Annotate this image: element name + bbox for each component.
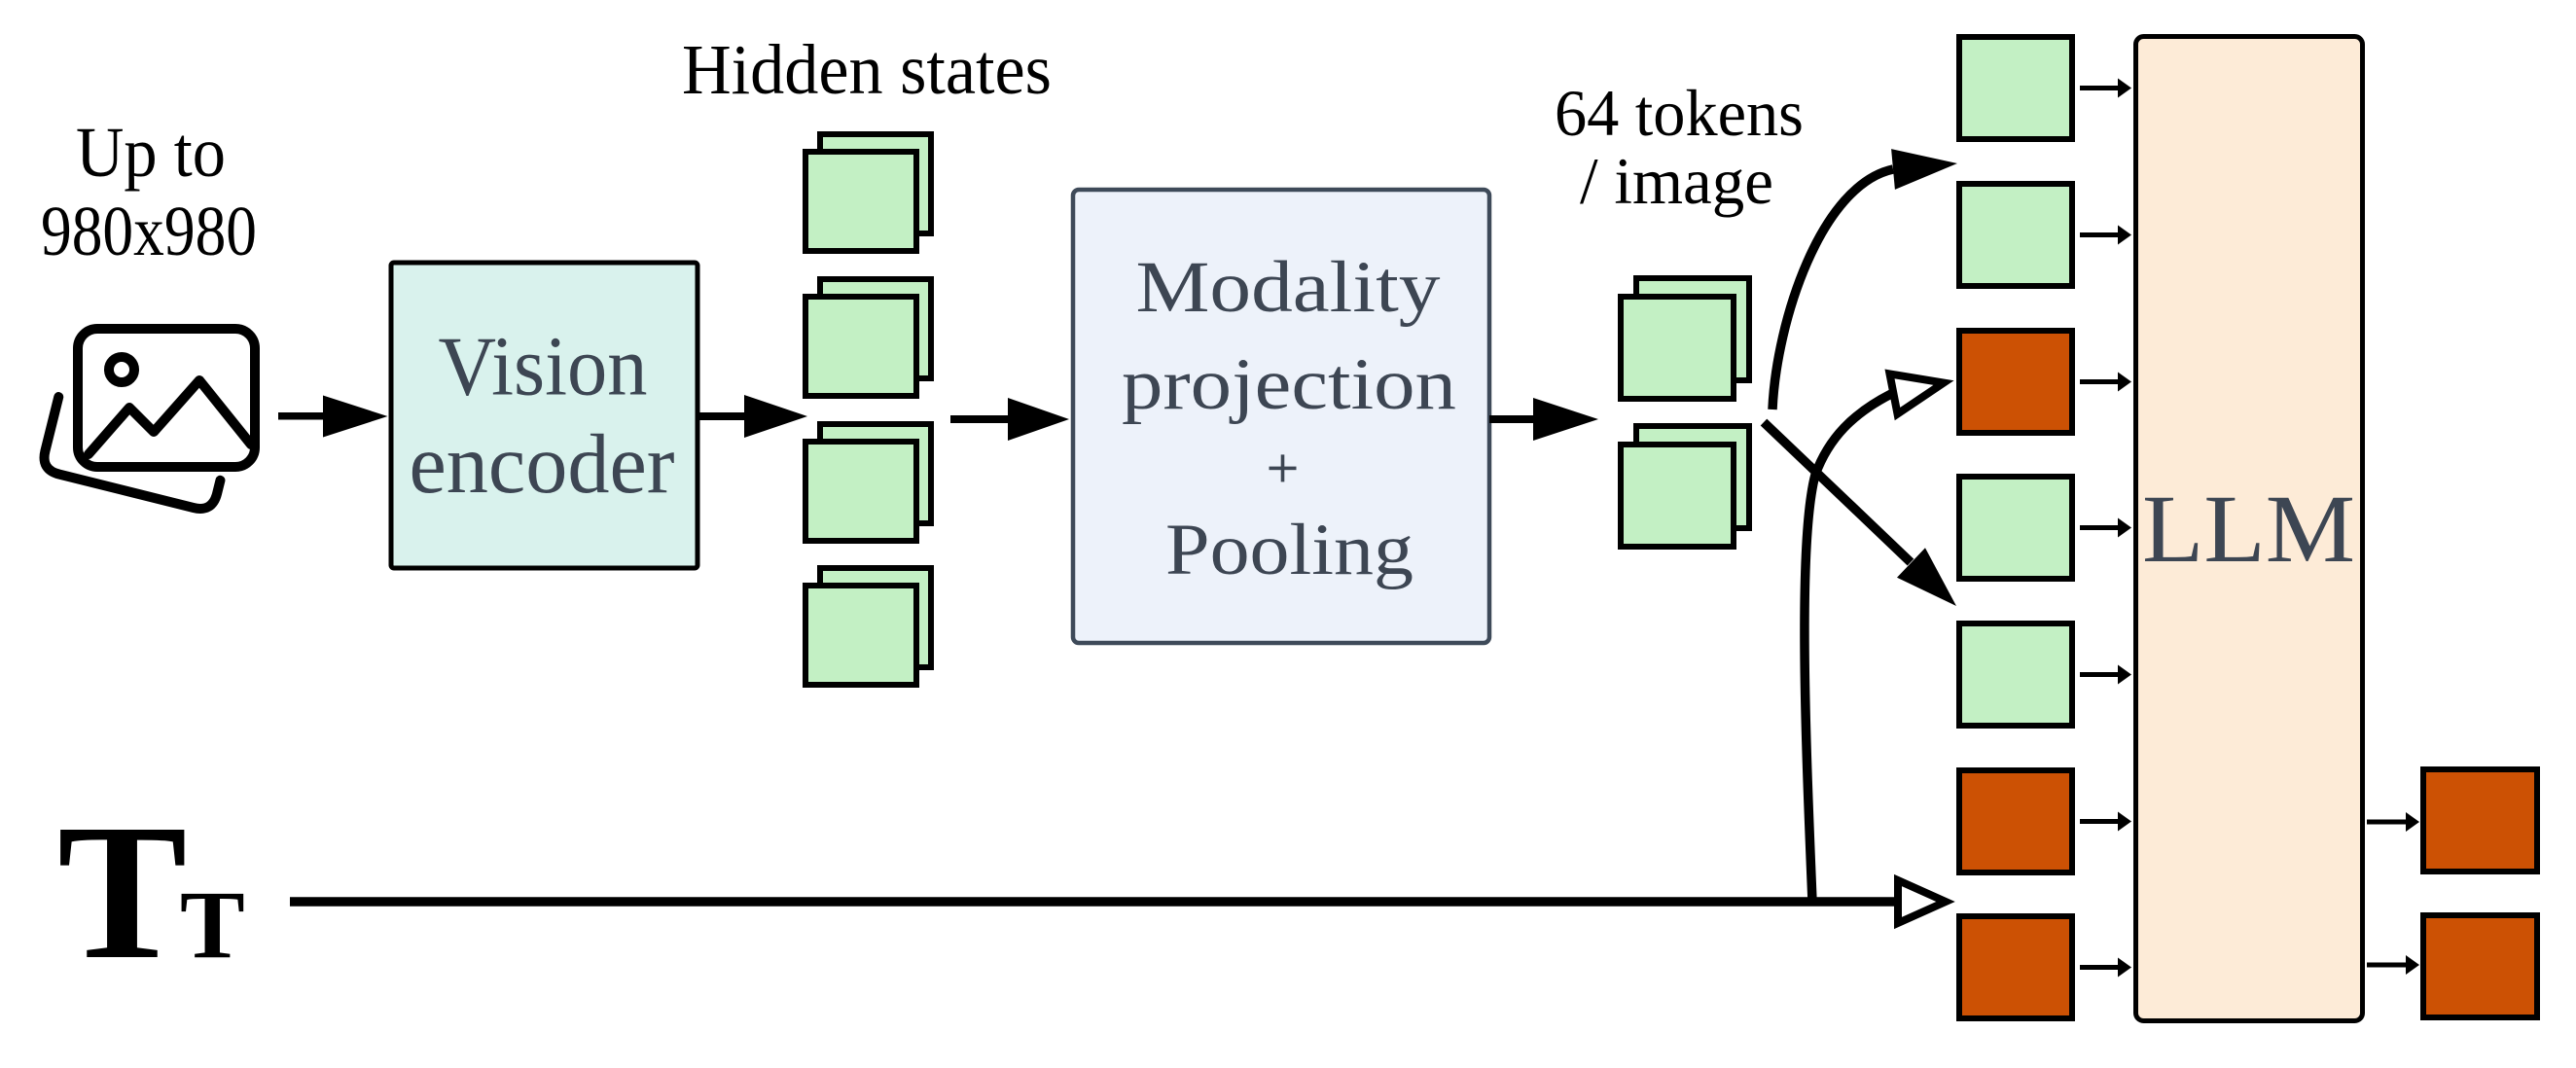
svg-text:LLM: LLM: [2142, 475, 2355, 583]
svg-text:projection: projection: [1122, 344, 1456, 425]
svg-text:encoder: encoder: [410, 416, 675, 511]
svg-text:Modality: Modality: [1136, 247, 1442, 328]
svg-text:T: T: [57, 785, 187, 1000]
svg-text:Pooling: Pooling: [1165, 510, 1413, 590]
svg-text:Vision: Vision: [439, 319, 648, 413]
svg-text:64 tokens: 64 tokens: [1555, 76, 1804, 150]
svg-text:T: T: [180, 871, 245, 979]
svg-text:/ image: / image: [1580, 144, 1773, 218]
svg-text:Hidden states: Hidden states: [682, 30, 1052, 109]
svg-text:Up to: Up to: [76, 113, 226, 192]
svg-text:980x980: 980x980: [41, 192, 257, 270]
